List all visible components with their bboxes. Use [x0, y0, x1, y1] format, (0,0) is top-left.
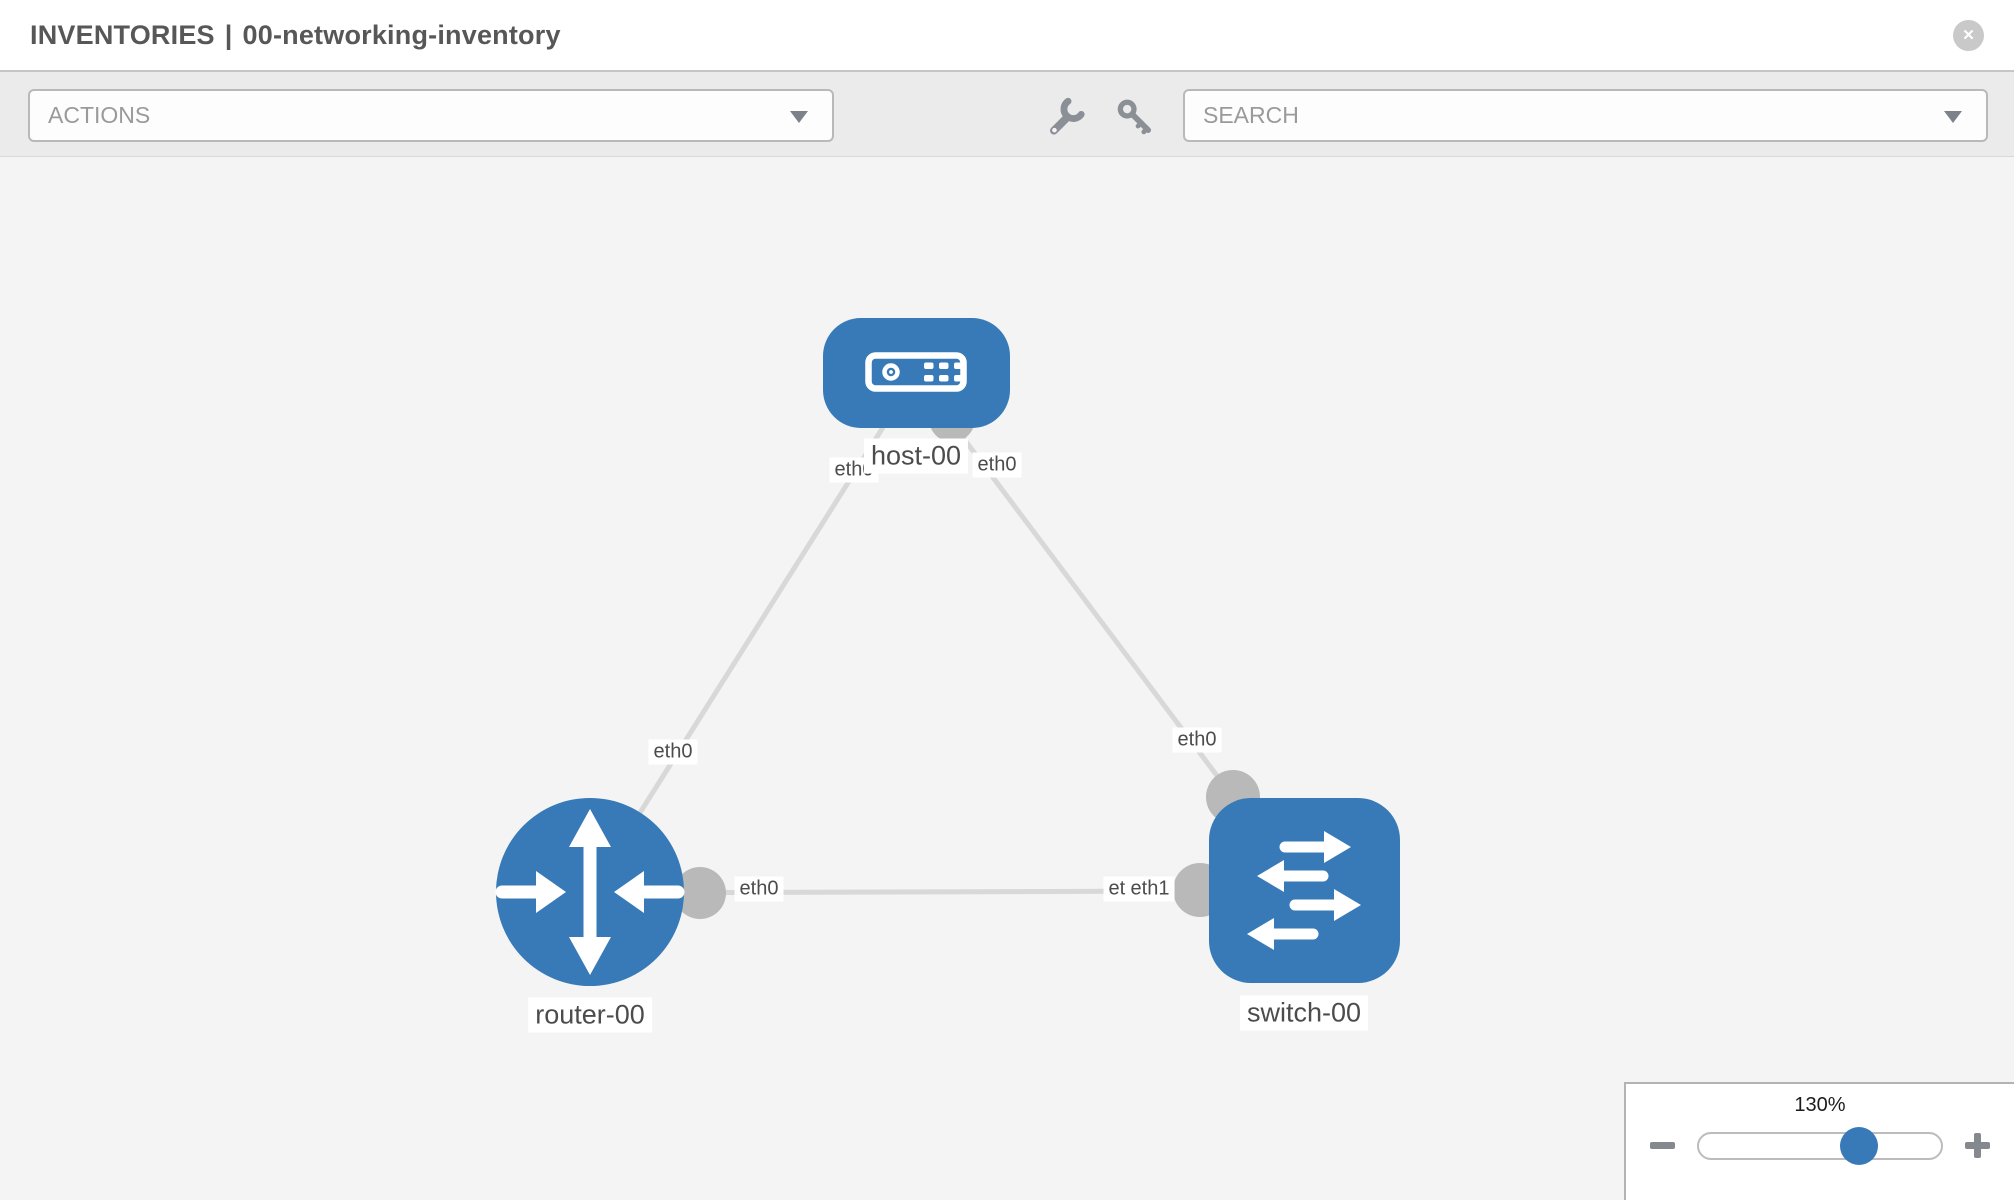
wrench-icon: [1049, 97, 1085, 135]
inventory-name: 00-networking-inventory: [242, 19, 561, 50]
key-icon: [1117, 99, 1152, 135]
zoom-slider-track[interactable]: [1697, 1126, 1943, 1165]
search-placeholder: SEARCH: [1203, 102, 1299, 128]
breadcrumb-section: INVENTORIES: [30, 19, 215, 50]
credentials-button[interactable]: [1112, 96, 1156, 140]
page-title: INVENTORIES | 00-networking-inventory: [30, 20, 561, 51]
close-icon: ✕: [1962, 27, 1975, 44]
node-label-switch[interactable]: switch-00: [1239, 995, 1369, 1031]
search-dropdown[interactable]: SEARCH: [1183, 89, 1988, 142]
zoom-in-button[interactable]: [1961, 1129, 1994, 1162]
zoom-level: 130%: [1794, 1094, 1846, 1116]
node-switch-00[interactable]: [1209, 798, 1400, 983]
configure-button[interactable]: [1044, 96, 1088, 140]
header: INVENTORIES | 00-networking-inventory ✕: [0, 0, 2014, 70]
interface-label: eth0: [648, 739, 698, 765]
actions-dropdown[interactable]: ACTIONS: [28, 89, 834, 142]
actions-dropdown-label: ACTIONS: [48, 102, 151, 128]
chevron-down-icon: [790, 110, 808, 123]
server-icon: [865, 352, 967, 392]
toolbar: ACTIONS SEARCH: [0, 70, 2014, 157]
breadcrumb-separator: |: [224, 19, 233, 50]
node-label-host[interactable]: host-00: [863, 438, 969, 474]
minus-icon: [1650, 1142, 1675, 1149]
zoom-out-button[interactable]: [1646, 1138, 1679, 1153]
node-label-router[interactable]: router-00: [528, 997, 652, 1033]
interface-label: eth0: [972, 452, 1022, 478]
close-button[interactable]: ✕: [1953, 19, 1984, 51]
plus-icon: [1965, 1133, 1990, 1158]
interface-label: eth0: [734, 876, 784, 902]
interface-point-router: [674, 867, 726, 919]
interface-label: eth0: [1172, 727, 1222, 753]
node-host-00[interactable]: [823, 318, 1010, 428]
link-host-switch: [914, 373, 1235, 799]
interface-label: eth1: [1125, 876, 1175, 902]
zoom-panel: 130%: [1624, 1082, 2014, 1200]
zoom-slider-thumb[interactable]: [1839, 1126, 1878, 1165]
node-router-00[interactable]: [495, 798, 685, 986]
router-icon: [495, 809, 685, 975]
zoom-controls: [1626, 1117, 2014, 1165]
interface-points: [674, 396, 1260, 919]
topology-canvas[interactable]: eth0 eth0 eth0 eth0 eth0 eth0 eth1 host-…: [0, 157, 2014, 1200]
chevron-down-icon: [1944, 110, 1962, 123]
switch-icon: [1247, 831, 1361, 950]
